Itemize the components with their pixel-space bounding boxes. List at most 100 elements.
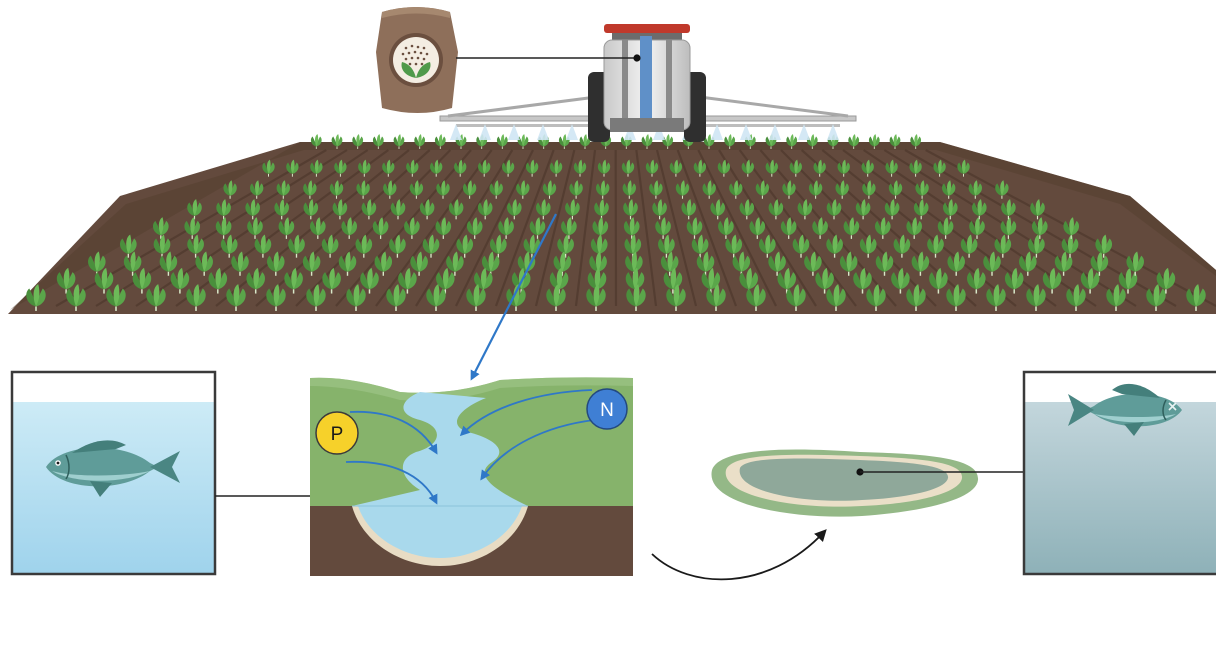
crop-plant (356, 180, 370, 199)
crop-plant (623, 199, 638, 220)
crop-plant (159, 251, 178, 276)
seed-dot (422, 57, 426, 61)
crop-plant (88, 251, 106, 276)
crop-plant (374, 251, 393, 276)
crop-plant (702, 180, 716, 199)
spray-mist (479, 124, 491, 140)
seed-dot (413, 50, 417, 54)
crop-plant (536, 199, 551, 220)
crop-plant (262, 159, 275, 177)
crop-plant (586, 284, 606, 311)
crop-plant (383, 180, 397, 199)
seed-dot (410, 44, 414, 48)
crop-plant (1001, 199, 1016, 220)
crop-plant (106, 284, 126, 311)
spray-mist (769, 124, 781, 140)
crop-plant (1090, 251, 1109, 276)
seed-dot (416, 56, 420, 60)
crop-plant (516, 180, 530, 199)
crop-plant (496, 134, 508, 149)
crop-plant (1004, 267, 1024, 294)
crop-plant (267, 251, 285, 276)
runoff-arrow (470, 213, 557, 381)
crop-plant (815, 267, 834, 294)
crop-plant (749, 217, 766, 239)
crop-plant (946, 284, 966, 311)
crop-plant (995, 180, 1009, 199)
crop-plant (557, 234, 574, 258)
crop-plant (306, 284, 326, 311)
crop-plant (911, 251, 930, 276)
crop-plant (885, 159, 898, 177)
crop-plant (597, 159, 611, 177)
crop-plant (478, 159, 491, 177)
crop-plant (119, 234, 137, 258)
crop-plant (983, 251, 1001, 276)
crop-plant (808, 180, 823, 199)
crop-plant (725, 234, 743, 258)
crop-plant (768, 251, 786, 276)
crop-plant (804, 251, 822, 276)
crop-plant (435, 217, 452, 239)
crop-plant (322, 267, 341, 294)
crop-plant (184, 217, 201, 239)
crop-plant (332, 199, 348, 220)
crop-plant (247, 217, 263, 239)
furrow-line (738, 149, 857, 307)
spray-nozzles (450, 124, 839, 140)
crop-plant (967, 267, 986, 294)
crop-plant (382, 159, 395, 177)
crop-plant (663, 267, 683, 294)
furrow-line (415, 149, 514, 307)
crop-plant (739, 267, 758, 294)
crop-plant (1095, 234, 1113, 258)
crop-plant (498, 217, 514, 239)
crop-plant (352, 134, 364, 149)
crop-plant (675, 180, 690, 199)
crop-plant (195, 251, 213, 276)
crop-plant (393, 134, 405, 149)
phosphorus-badge (315, 411, 359, 455)
seed-dot (404, 57, 408, 61)
crop-plant (717, 159, 731, 177)
crop-plant (187, 234, 204, 258)
spray-mist (798, 124, 810, 140)
crop-plant (170, 267, 190, 294)
furrow-line (574, 149, 597, 307)
crop-plant (1042, 267, 1062, 294)
crop-plant (906, 217, 923, 239)
crop-plant (755, 180, 770, 199)
crop-plant (706, 284, 726, 311)
furrow-line (676, 149, 738, 307)
crop-plant (542, 180, 557, 199)
crop-plant (943, 199, 958, 220)
furrow-line (635, 149, 658, 307)
crop-plant (641, 134, 653, 149)
nitrogen-badge (586, 388, 628, 430)
crop-plant (906, 284, 926, 311)
crop-plant (843, 217, 860, 239)
crop-plant (986, 284, 1006, 311)
crop-plant (626, 284, 646, 311)
crop-plant (573, 159, 587, 177)
crop-plant (913, 199, 929, 220)
crop-plant (276, 180, 290, 199)
crop-plant (1030, 199, 1045, 220)
crop-plant (246, 267, 265, 294)
crop-plant (389, 234, 406, 258)
furrow-line (534, 149, 576, 307)
stream-runoff-panel: P N (310, 377, 633, 576)
crop-plant (355, 234, 373, 258)
seed-dot (401, 52, 405, 56)
crop-plant (303, 180, 317, 199)
furrow-line (494, 149, 555, 307)
nitrogen-label: N (600, 400, 614, 421)
crop-plant (960, 234, 978, 258)
crop-plant (386, 284, 406, 311)
spray-mist (711, 124, 723, 140)
spray-mist (566, 124, 578, 140)
crop-plant (310, 134, 322, 149)
crop-plant (765, 159, 778, 177)
crop-plant (1019, 251, 1037, 276)
crop-plant (430, 159, 443, 177)
